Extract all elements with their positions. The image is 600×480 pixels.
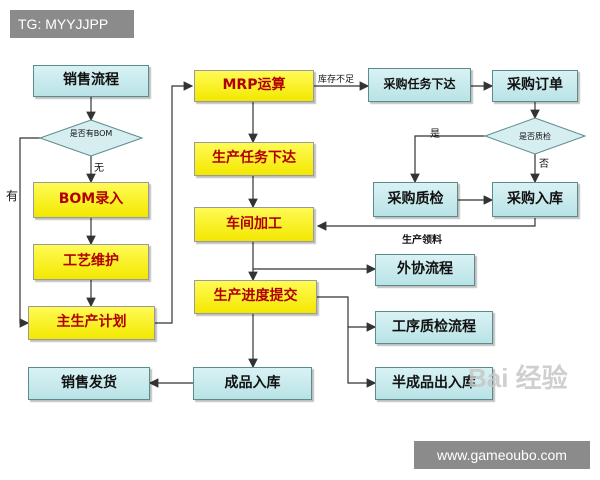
sales-delivery-box: 销售发货 bbox=[28, 367, 150, 400]
qc-decision-label: 是否质检 bbox=[519, 132, 551, 141]
bom-decision-diamond bbox=[38, 119, 144, 157]
purchase-order-box: 采购订单 bbox=[492, 70, 578, 102]
outsourcing-box: 外协流程 bbox=[375, 254, 475, 286]
label-no: 无 bbox=[94, 163, 104, 174]
label-qc-no: 否 bbox=[539, 159, 549, 170]
label-stock-insufficient: 库存不足 bbox=[318, 75, 355, 85]
edge-inbound-to-workshop bbox=[316, 218, 536, 231]
bom-entry-box: BOM录入 bbox=[33, 182, 149, 218]
sales-process-box: 销售流程 bbox=[33, 65, 149, 97]
mrp-box: MRP运算 bbox=[194, 70, 314, 102]
label-yes-left: 有 bbox=[6, 189, 19, 203]
workshop-box: 车间加工 bbox=[194, 207, 314, 242]
bom-decision-label: 是否有BOM bbox=[69, 129, 113, 138]
edge-qc-yes bbox=[410, 135, 485, 184]
purchase-task-box: 采购任务下达 bbox=[368, 68, 471, 102]
finished-inbound-box: 成品入库 bbox=[193, 367, 312, 400]
process-qc-box: 工序质检流程 bbox=[375, 311, 493, 344]
progress-submit-box: 生产进度提交 bbox=[194, 280, 317, 314]
baidu-watermark: Bai 经验 bbox=[468, 363, 568, 393]
master-production-plan-box: 主生产计划 bbox=[28, 306, 155, 340]
header-tag: TG: MYYJJPP bbox=[10, 10, 134, 38]
edge-mpp-to-mrp bbox=[155, 81, 194, 324]
purchase-inbound-box: 采购入库 bbox=[492, 182, 578, 217]
production-task-box: 生产任务下达 bbox=[194, 142, 314, 176]
edge-progress-to-semi bbox=[347, 327, 377, 388]
label-material-issue: 生产领料 bbox=[402, 235, 442, 246]
footer-tag: www.gameoubo.com bbox=[414, 441, 590, 469]
edge-decision-yes-to-mpp bbox=[19, 137, 40, 328]
label-qc-yes: 是 bbox=[430, 129, 440, 140]
qc-decision-diamond bbox=[483, 117, 587, 155]
semi-finished-box: 半成品出入库 bbox=[375, 367, 493, 400]
purchase-qc-box: 采购质检 bbox=[373, 182, 458, 217]
process-maintenance-box: 工艺维护 bbox=[33, 244, 149, 280]
edge-progress-to-qc bbox=[317, 296, 377, 332]
